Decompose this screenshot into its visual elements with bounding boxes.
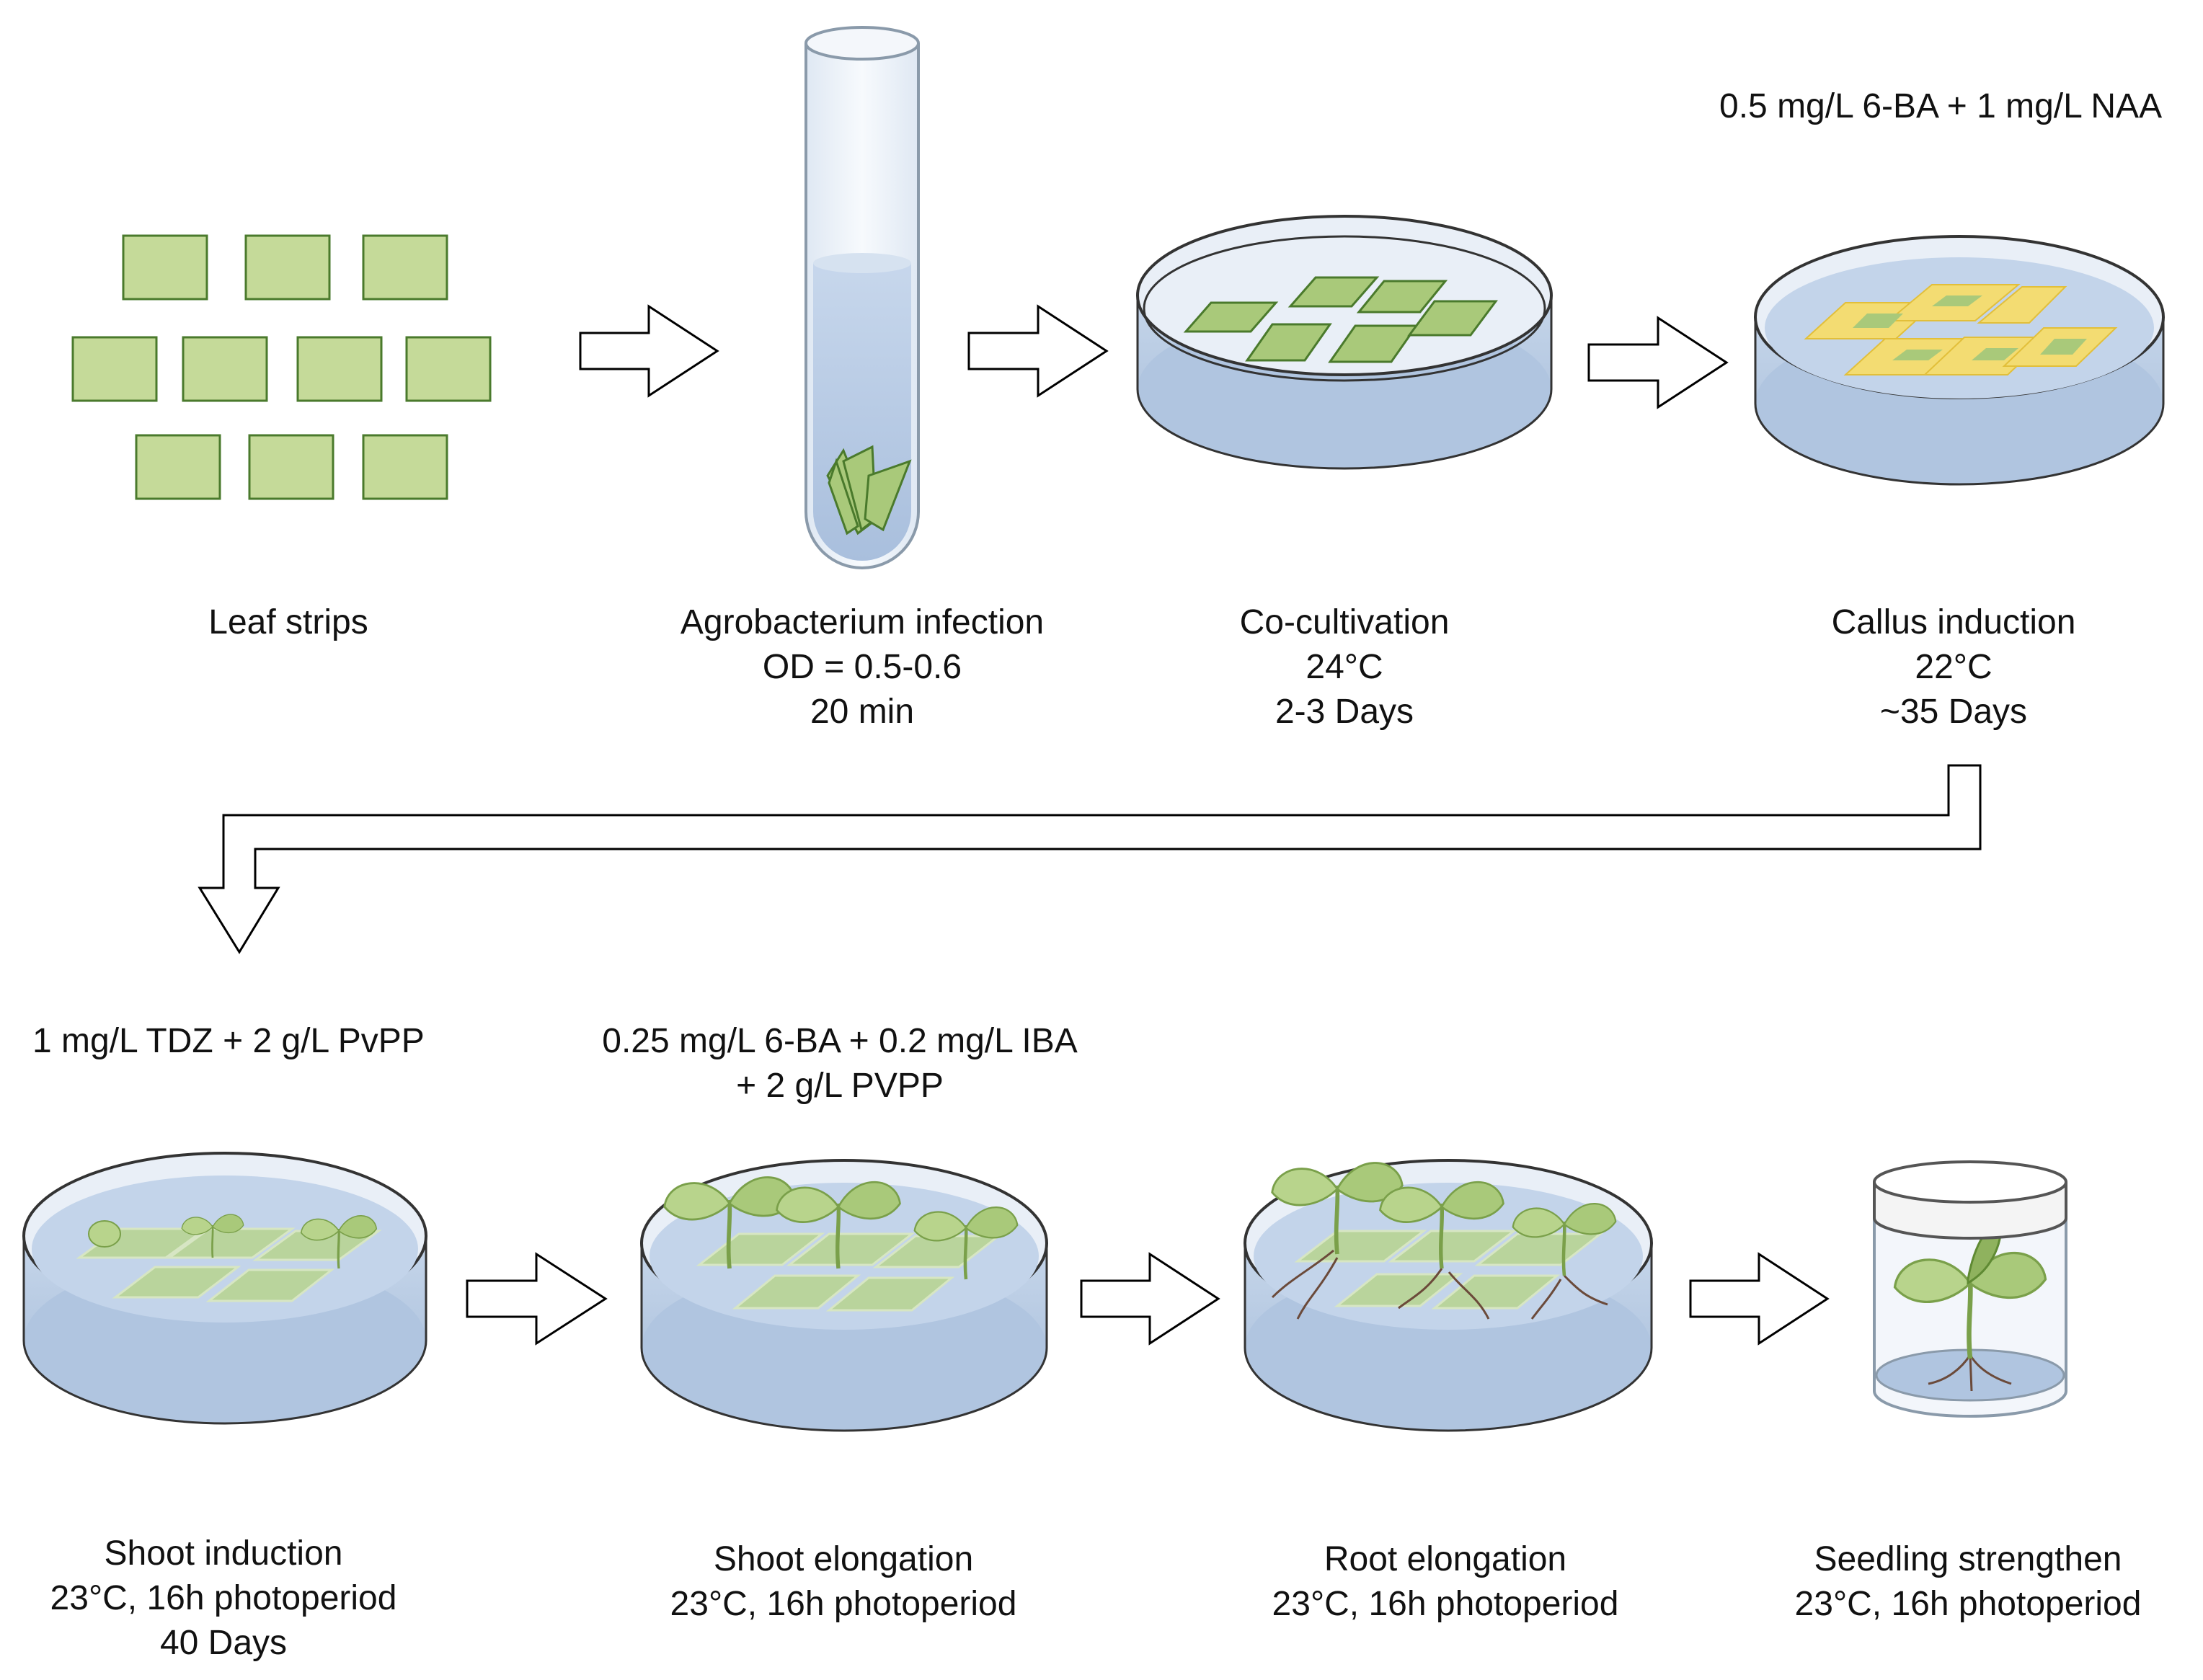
culture-jar	[1873, 1160, 2067, 1418]
dish-shoot-induction	[22, 1152, 427, 1425]
leaf-pieces-in-tube	[826, 445, 912, 535]
arrow-right	[1689, 1252, 1830, 1346]
leaf-strips-group	[71, 234, 492, 500]
label-line: ~35 Days	[1879, 693, 2028, 731]
arrow-right	[967, 304, 1109, 398]
label-line: Shoot induction	[104, 1534, 343, 1573]
label-line: 40 Days	[159, 1624, 288, 1662]
label-line: Seedling strengthen	[1814, 1540, 2122, 1578]
label-line: 0.25 mg/L 6-BA + 0.2 mg/L IBA	[602, 1022, 1078, 1060]
label-root-elongation: Root elongation 23°C, 16h photoperiod	[1272, 1537, 1619, 1627]
label-line: Leaf strips	[208, 603, 368, 641]
label-line: 20 min	[810, 693, 915, 731]
arrow-right	[1080, 1252, 1220, 1346]
leaf-strip	[71, 336, 158, 402]
medium-shoot-elongation: 0.25 mg/L 6-BA + 0.2 mg/L IBA + 2 g/L PV…	[602, 1019, 1077, 1108]
medium-callus-induction: 0.5 mg/L 6-BA + 1 mg/L NAA	[1719, 87, 2163, 125]
label-line: 22°C	[1915, 648, 1993, 686]
label-line: OD = 0.5-0.6	[762, 648, 962, 686]
arrows-bottom	[466, 1252, 1830, 1346]
arrow-right	[466, 1252, 608, 1346]
leaf-strip	[248, 434, 334, 500]
leaf-strip	[296, 336, 383, 402]
leaf-strip	[362, 234, 448, 301]
leaf-strip	[182, 336, 268, 402]
label-shoot-induction: Shoot induction 23°C, 16h photoperiod 40…	[50, 1532, 397, 1666]
dish-root-elongation	[1244, 1159, 1653, 1432]
label-line: Shoot elongation	[713, 1540, 974, 1578]
label-leaf-strips: Leaf strips	[208, 600, 368, 645]
dish-shoot-elongation	[640, 1159, 1048, 1432]
label-line: Co-cultivation	[1239, 603, 1450, 641]
label-line: 2-3 Days	[1275, 693, 1414, 731]
arrows-top	[579, 304, 1729, 409]
label-callus-induction: Callus induction 22°C ~35 Days	[1832, 600, 2076, 734]
label-line: 23°C, 16h photoperiod	[670, 1585, 1017, 1623]
medium-shoot-induction: 1 mg/L TDZ + 2 g/L PvPP	[32, 1022, 425, 1060]
label-line: 23°C, 16h photoperiod	[50, 1579, 397, 1617]
label-shoot-elongation: Shoot elongation 23°C, 16h photoperiod	[670, 1537, 1017, 1627]
leaf-strip	[244, 234, 331, 301]
label-seedling-strengthen: Seedling strengthen 23°C, 16h photoperio…	[1795, 1537, 2142, 1627]
dish-cocultivation	[1136, 215, 1553, 470]
arrow-right	[1587, 316, 1729, 409]
label-agrobacterium-infection: Agrobacterium infection OD = 0.5-0.6 20 …	[681, 600, 1044, 734]
dish-callus-induction	[1754, 235, 2165, 486]
leaf-strip	[122, 234, 208, 301]
label-line: Agrobacterium infection	[680, 603, 1045, 641]
leaf-strip	[362, 434, 448, 500]
label-line: 23°C, 16h photoperiod	[1794, 1585, 2142, 1623]
leaf-strip	[135, 434, 221, 500]
label-co-cultivation: Co-cultivation 24°C 2-3 Days	[1240, 600, 1450, 734]
label-line: 23°C, 16h photoperiod	[1272, 1585, 1619, 1623]
label-line: 24°C	[1306, 648, 1383, 686]
leaf-strip	[405, 336, 492, 402]
test-tube	[804, 26, 920, 569]
label-line: Root elongation	[1324, 1540, 1567, 1578]
label-line: Callus induction	[1831, 603, 2076, 641]
label-line: + 2 g/L PVPP	[736, 1067, 944, 1105]
arrow-right	[579, 304, 719, 398]
connector-arrow	[198, 764, 1982, 954]
